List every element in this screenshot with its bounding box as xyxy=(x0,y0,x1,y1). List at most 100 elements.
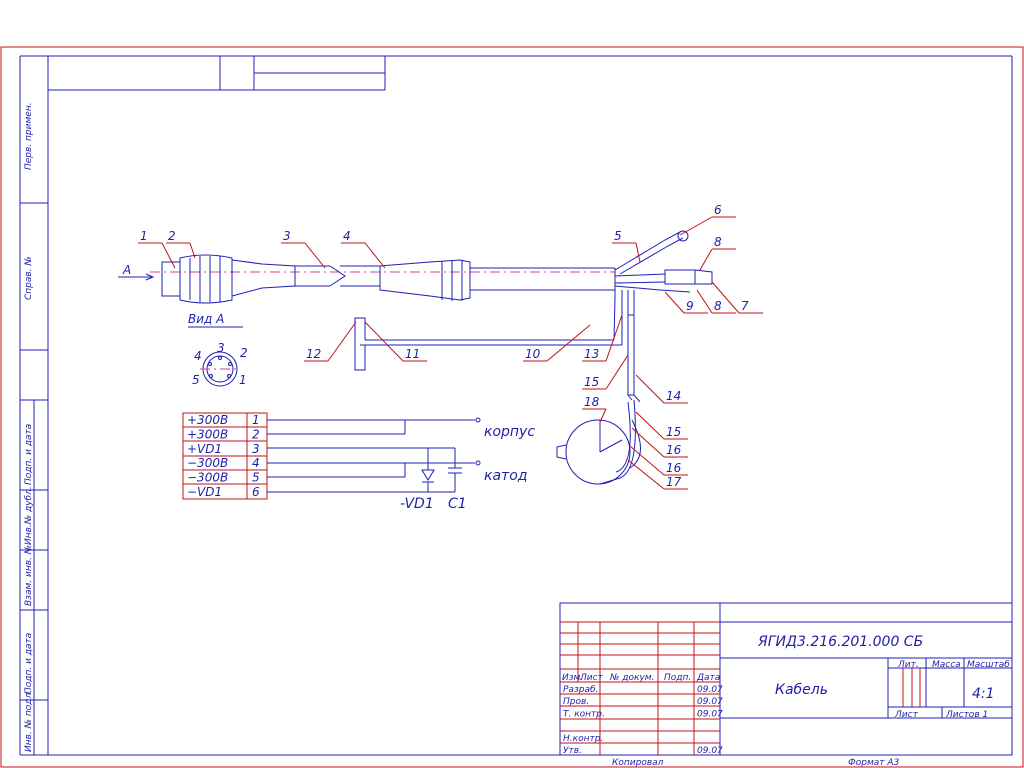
callout-label: 2 xyxy=(168,229,176,243)
scale-header: Масштаб xyxy=(967,660,1010,670)
format-label: Формат А3 xyxy=(848,758,900,768)
signer-date: 09.07 xyxy=(697,697,723,707)
leader-line xyxy=(364,242,386,269)
wiring-signal: −300В xyxy=(187,456,228,470)
stamp-podp-data-2: Подп. и дата xyxy=(24,633,34,694)
col-header: № докум. xyxy=(609,673,654,683)
scale-value: 4:1 xyxy=(972,686,995,702)
leader-line xyxy=(327,321,357,362)
connector-pin-label: 3 xyxy=(217,341,225,355)
lit-header: Лит. xyxy=(897,660,919,670)
wiring-signal: +VD1 xyxy=(187,442,222,456)
leader-line xyxy=(699,248,713,271)
label-case: корпус xyxy=(484,424,535,440)
callout-label: 12 xyxy=(306,347,321,361)
leader-line xyxy=(635,242,641,263)
col-header: Дата xyxy=(696,673,720,683)
callout-label: 8 xyxy=(714,299,722,313)
wiring-pin: 4 xyxy=(252,456,260,470)
sheet-outer-border xyxy=(0,46,1024,768)
doc-designation: ЯГИД3.216.201.000 СБ xyxy=(757,634,923,650)
col-header: Лист xyxy=(579,673,604,683)
sheets-label: Листов 1 xyxy=(945,710,988,720)
leader-line xyxy=(605,314,623,362)
callout-label: 16 xyxy=(666,461,682,475)
leader-line xyxy=(599,408,607,423)
leader-line xyxy=(635,411,665,440)
wiring-schematic xyxy=(182,412,481,500)
copied-label: Копировал xyxy=(612,758,664,768)
callout-label: 10 xyxy=(525,347,541,361)
callout-label: 11 xyxy=(405,347,420,361)
leader-line xyxy=(304,242,326,269)
signer-role: Утв. xyxy=(563,746,582,756)
callout-label: 7 xyxy=(741,299,749,313)
signer-role: Разраб. xyxy=(563,685,598,695)
stamp-sprav-no: Справ. № xyxy=(24,256,34,300)
leader-line xyxy=(627,459,665,490)
view-a-label: Вид А xyxy=(188,312,224,326)
stamp-vzam-inv: Взам. инв. № xyxy=(24,545,34,606)
connector-pin-label: 2 xyxy=(240,346,248,360)
connector-body xyxy=(161,261,181,297)
cable-assembly xyxy=(118,230,713,485)
col-header: Подп. xyxy=(664,673,691,683)
view-arrow-label: А xyxy=(122,263,131,277)
stamp-perv-primen: Перв. примен. xyxy=(24,102,34,170)
side-stamp: Перв. примен. Справ. № Подп. и дата Инв.… xyxy=(19,55,48,755)
wiring-pin: 6 xyxy=(252,485,260,499)
sheet-label: Лист xyxy=(894,710,919,720)
label-diode: -VD1 xyxy=(400,496,434,512)
leader-line xyxy=(629,445,665,476)
connector-pin-label: 5 xyxy=(192,373,200,387)
signer-role: Н.контр. xyxy=(563,734,603,744)
callout-label: 5 xyxy=(614,229,622,243)
callout-label: 16 xyxy=(666,443,682,457)
callout-label: 15 xyxy=(666,425,681,439)
leader-line xyxy=(605,354,629,390)
callout-label: 6 xyxy=(714,203,722,217)
connector-pin-label: 4 xyxy=(194,349,202,363)
signer-date: 09.07 xyxy=(697,685,723,695)
signer-date: 09.07 xyxy=(697,746,723,756)
top-designation-box xyxy=(48,56,386,91)
connector-pin-label: 1 xyxy=(239,373,247,387)
callout-label: 17 xyxy=(666,475,682,489)
stamp-podp-data-1: Подп. и дата xyxy=(24,424,34,485)
callout-label: 13 xyxy=(584,347,599,361)
callout-label: 9 xyxy=(686,299,694,313)
leader-line xyxy=(664,291,685,314)
wiring-pin: 1 xyxy=(252,413,260,427)
leader-line xyxy=(189,242,196,259)
leader-line xyxy=(635,374,665,404)
leader-line xyxy=(364,321,404,362)
leader-line xyxy=(679,216,713,236)
wiring-pin: 5 xyxy=(252,471,260,485)
callout-label: 18 xyxy=(584,395,600,409)
doc-name: Кабель xyxy=(775,682,828,698)
leader-line xyxy=(696,289,713,314)
col-header: Изм. xyxy=(562,673,583,683)
mass-header: Масса xyxy=(932,660,961,670)
wiring-signal: −300В xyxy=(187,471,228,485)
callout-label: 4 xyxy=(343,229,351,243)
title-block xyxy=(559,602,1013,756)
callout-label: 3 xyxy=(283,229,291,243)
leader-line xyxy=(631,427,665,458)
callout-label: 14 xyxy=(666,389,681,403)
signer-role: Т. контр. xyxy=(563,709,605,719)
leader-line xyxy=(711,281,740,314)
callout-label: 1 xyxy=(140,229,148,243)
connector-face-view xyxy=(188,326,243,387)
leader-line xyxy=(546,324,591,362)
callout-label: 8 xyxy=(714,235,722,249)
label-capacitor: C1 xyxy=(448,496,467,512)
wiring-signal: +300В xyxy=(187,413,228,427)
signer-role: Пров. xyxy=(563,697,589,707)
leader-line xyxy=(161,242,176,269)
ring-terminal xyxy=(565,419,631,485)
signer-date: 09.07 xyxy=(697,709,723,719)
wiring-pin: 2 xyxy=(252,427,260,441)
